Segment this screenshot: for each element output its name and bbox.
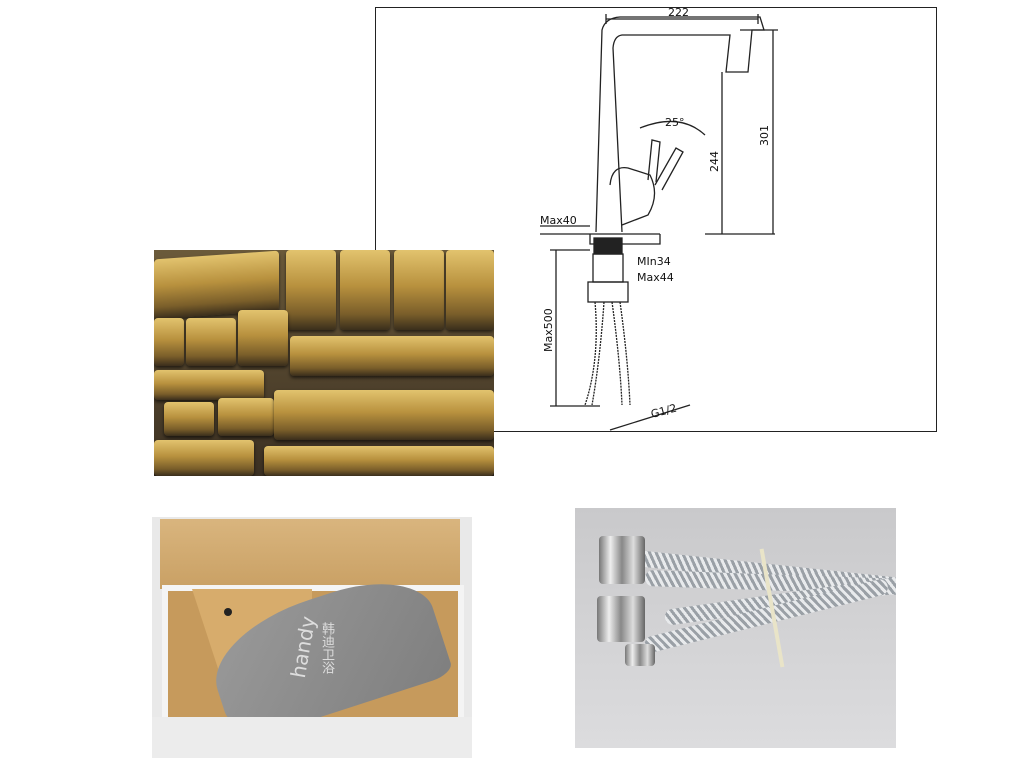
brass-ingots-photo [154,250,494,476]
dim-max500: Max500 [542,308,555,352]
braided-hoses-photo [575,508,896,748]
lever-tilted [654,147,684,191]
lever-upright [647,139,661,183]
bag-chinese-text: 韩迪卫浴 [319,622,334,674]
packaging-box-photo: handy 韩迪卫浴 [152,517,472,758]
dim-222: 222 [668,6,689,19]
dim-min34: MIn34 [637,255,671,268]
dim-max44: Max44 [637,271,674,284]
faucet-handle-base [609,166,656,226]
dim-301: 301 [758,125,771,146]
dim-max40: Max40 [540,214,577,227]
dim-244: 244 [708,151,721,172]
dim-g12: G1/2 [649,402,678,421]
dim-angle: 25° [665,116,685,129]
